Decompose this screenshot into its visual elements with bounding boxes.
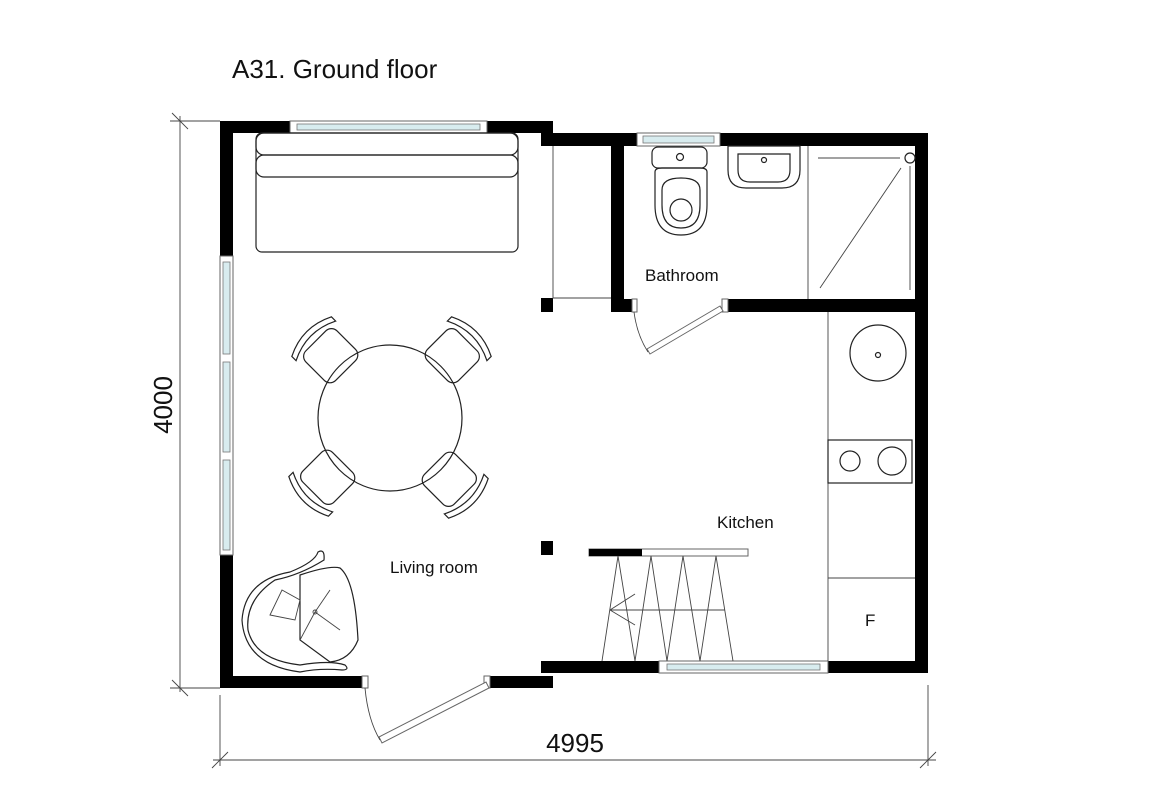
dimension-width: 4995 <box>211 685 937 769</box>
pillar <box>541 298 553 312</box>
chair <box>424 316 492 384</box>
room-label-bathroom: Bathroom <box>645 266 719 285</box>
chair <box>421 451 489 519</box>
window-bathroom <box>636 132 721 147</box>
width-dimension-label: 4995 <box>546 728 604 758</box>
window-top-living <box>289 120 488 134</box>
fridge-label: F <box>865 611 875 630</box>
dining-table <box>317 344 463 492</box>
kitchen-sink <box>849 324 907 382</box>
chair <box>288 449 356 517</box>
washbasin <box>727 145 801 189</box>
room-label-living-room: Living room <box>390 558 478 577</box>
window-left-living <box>219 255 234 556</box>
chair <box>291 316 359 384</box>
bathroom-door <box>631 298 729 355</box>
toilet <box>651 146 708 236</box>
sofa <box>255 132 519 253</box>
closet <box>552 146 611 299</box>
plan-title: A31. Ground floor <box>232 54 438 84</box>
window-kitchen <box>658 660 829 674</box>
shower <box>807 146 916 299</box>
pillar <box>541 541 553 555</box>
room-label-kitchen: Kitchen <box>717 513 774 532</box>
kitchen-counter <box>827 312 915 661</box>
height-dimension-label: 4000 <box>148 376 178 434</box>
walls <box>220 121 928 688</box>
staircase <box>588 548 749 662</box>
dimension-height: 4000 <box>148 112 220 697</box>
armchair <box>241 550 359 673</box>
entrance-door <box>361 675 491 744</box>
cooktop <box>827 439 913 484</box>
